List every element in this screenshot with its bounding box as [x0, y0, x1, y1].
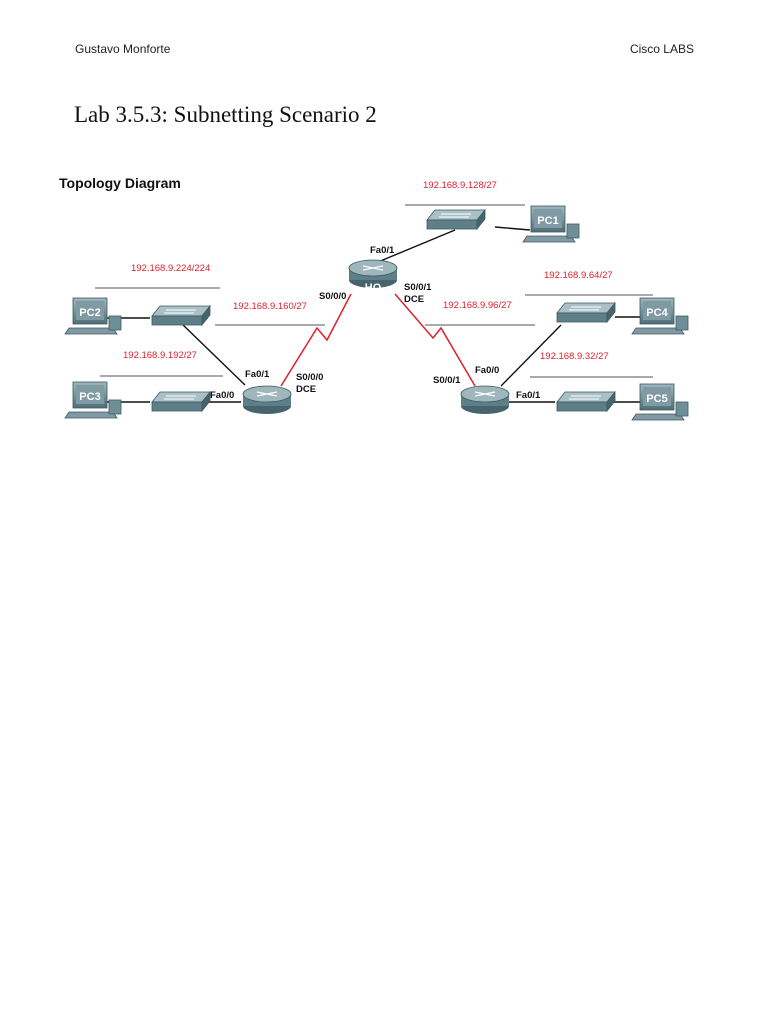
diagram-title: Topology Diagram	[59, 175, 181, 191]
pc1: PC1	[522, 205, 580, 243]
pc4: PC4	[631, 297, 689, 335]
switch-pc1-lan	[426, 209, 486, 230]
cable-switch2-branch1	[180, 322, 246, 386]
pc3-label: PC3	[79, 391, 100, 403]
branch1-label: BRANCH1	[247, 413, 287, 422]
net-label-pc4-lan: 192.168.9.64/27	[544, 270, 613, 281]
pc1-label: PC1	[537, 215, 558, 227]
if-label-b2-s001: S0/0/1	[433, 375, 461, 386]
header-author: Gustavo Monforte	[75, 42, 171, 56]
if-label-b1-dce: DCE	[296, 384, 316, 395]
if-label-b1-s000: S0/0/0	[296, 372, 323, 383]
if-label-b1-fa01: Fa0/1	[245, 369, 270, 380]
switch-pc4-lan	[556, 302, 616, 323]
router-hq: HQ	[348, 259, 398, 294]
pc5-label: PC5	[646, 393, 667, 405]
switch-pc2-lan	[151, 305, 211, 326]
net-label-pc1-lan: 192.168.9.128/27	[423, 180, 497, 191]
net-label-pc2-lan: 192.168.9.224/224	[131, 263, 210, 274]
pc2-label: PC2	[79, 307, 100, 319]
if-label-hq-fa01: Fa0/1	[370, 245, 395, 256]
branch2-label: BRANCH2	[465, 413, 505, 422]
if-label-hq-s001: S0/0/1	[404, 282, 432, 293]
pc3: PC3	[64, 381, 122, 419]
header-course: Cisco LABS	[629, 42, 694, 56]
page-title: Lab 3.5.3: Subnetting Scenario 2	[74, 102, 377, 127]
switch-pc5-lan	[556, 391, 616, 412]
net-label-pc5-lan: 192.168.9.32/27	[540, 351, 609, 362]
cable-switch1-pc1	[494, 226, 531, 231]
net-label-wan2: 192.168.9.96/27	[443, 300, 512, 311]
cable-hq-switch1	[377, 229, 456, 263]
net-label-wan1: 192.168.9.160/27	[233, 301, 307, 312]
pc4-label: PC4	[646, 307, 668, 319]
hq-label: HQ	[365, 282, 382, 294]
cable-branch2-switch4	[500, 324, 562, 387]
topology-diagram: Topology Diagram PC1 PC2 PC3 PC4 PC5	[59, 175, 689, 422]
switch-pc3-lan	[151, 391, 211, 412]
wan-link-hq-branch1	[280, 293, 352, 387]
if-label-b2-fa00: Fa0/0	[475, 365, 499, 376]
router-branch2: BRANCH2	[460, 385, 510, 422]
if-label-b1-fa00: Fa0/0	[210, 390, 234, 401]
if-label-b2-fa01: Fa0/1	[516, 390, 541, 401]
wan-link-hq-branch2	[394, 293, 476, 387]
if-label-hq-s000: S0/0/0	[319, 291, 346, 302]
router-branch1: BRANCH1	[242, 385, 292, 422]
pc5: PC5	[631, 383, 689, 421]
if-label-hq-dce: DCE	[404, 294, 424, 305]
pc2: PC2	[64, 297, 122, 335]
net-label-pc3-lan: 192.168.9.192/27	[123, 350, 197, 361]
